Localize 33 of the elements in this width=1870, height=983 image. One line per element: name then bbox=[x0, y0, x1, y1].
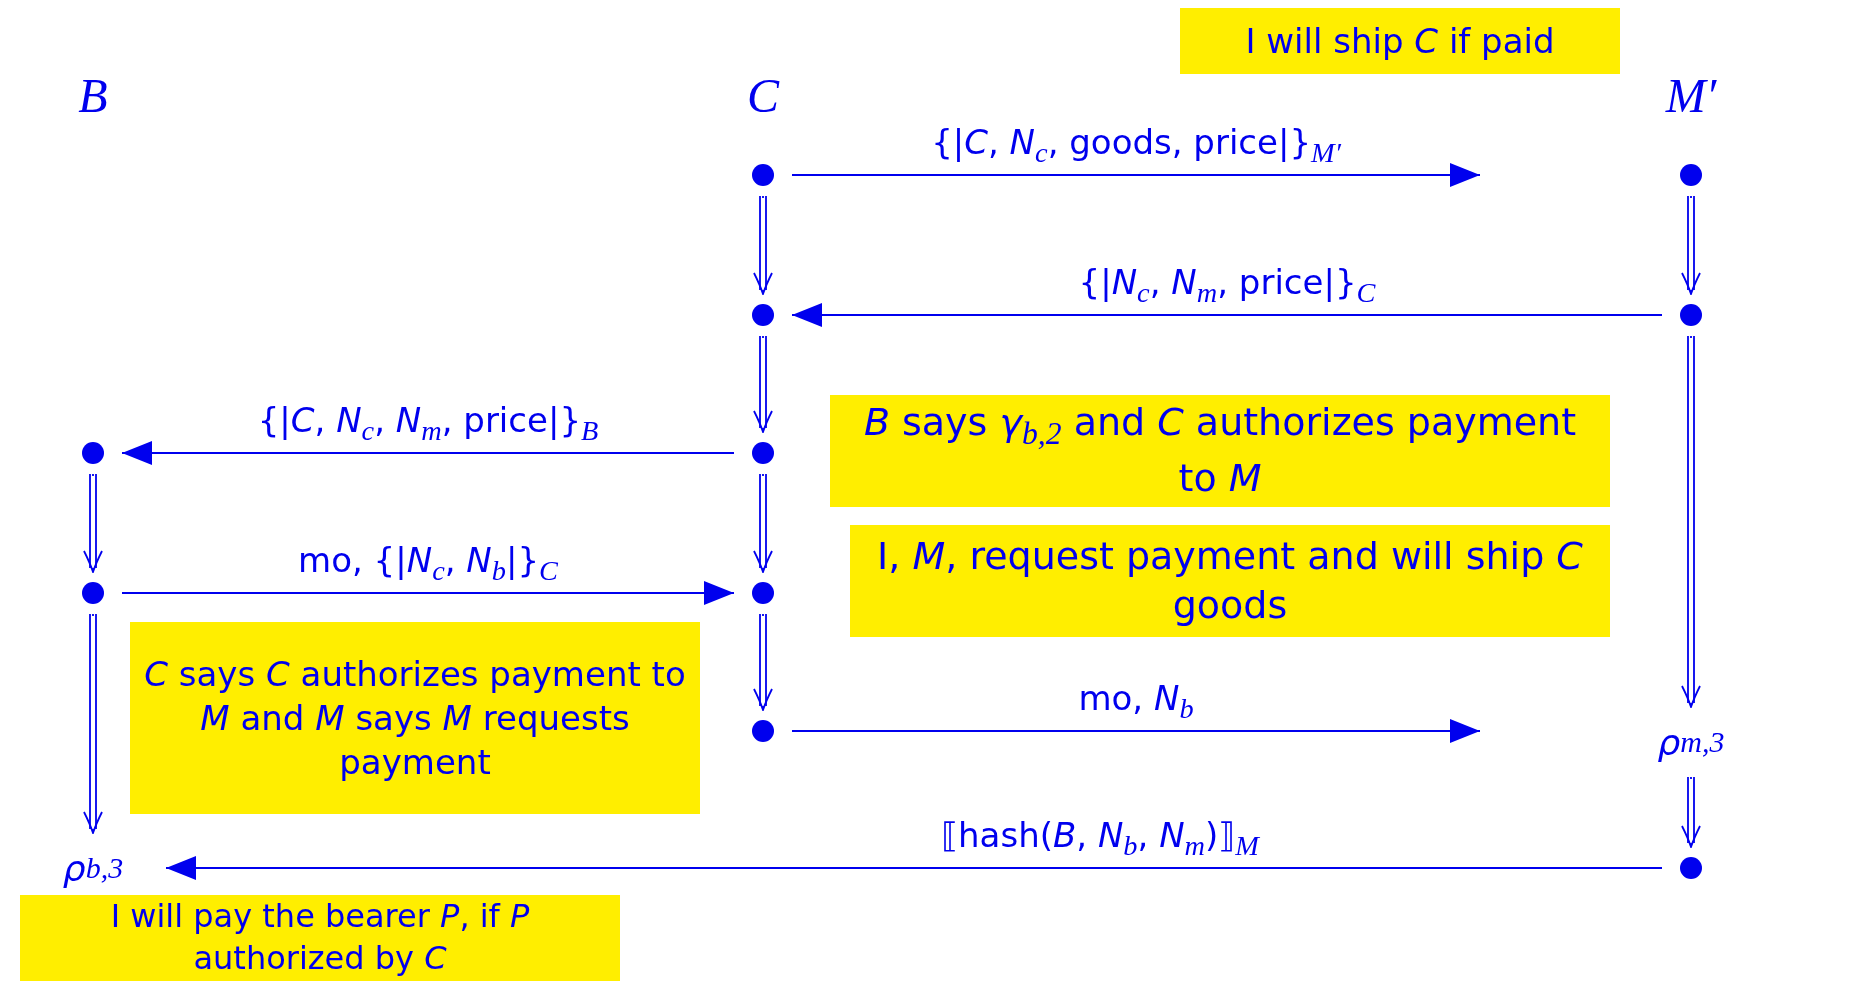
message-arrow bbox=[121, 441, 735, 465]
strand-node-dot bbox=[752, 164, 774, 186]
message-arrow bbox=[121, 581, 735, 605]
strand-node-dot bbox=[1680, 164, 1702, 186]
strand-node-dot bbox=[752, 720, 774, 742]
strand-arrow bbox=[1681, 335, 1701, 708]
message-arrow bbox=[791, 719, 1481, 743]
note-box: I, M, request payment and will ship C goods bbox=[850, 525, 1610, 637]
role-label: C bbox=[747, 67, 779, 123]
strand-node-dot bbox=[82, 582, 104, 604]
message-arrow bbox=[791, 163, 1481, 187]
strand-arrow bbox=[753, 613, 773, 711]
strand-node-dot bbox=[82, 442, 104, 464]
note-box: I will pay the bearer P, if P authorized by C bbox=[20, 895, 620, 981]
message-arrow bbox=[791, 303, 1663, 327]
strand-node-dot bbox=[1680, 857, 1702, 879]
strand-node-dot bbox=[752, 304, 774, 326]
strand-node-dot bbox=[752, 582, 774, 604]
strand-arrow bbox=[83, 613, 103, 834]
strand-arrow bbox=[1681, 776, 1701, 848]
note-box: C says C authorizes payment to M and M says M requests payment bbox=[130, 622, 700, 814]
strand-arrow bbox=[753, 473, 773, 573]
strand-arrow bbox=[83, 473, 103, 573]
strand-arrow bbox=[1681, 195, 1701, 295]
strand-arrow bbox=[753, 335, 773, 433]
role-label: M′ bbox=[1665, 67, 1717, 123]
strand-node-dot bbox=[1680, 304, 1702, 326]
role-label: B bbox=[78, 67, 108, 123]
strand-node-dot bbox=[752, 442, 774, 464]
strand-arrow bbox=[753, 195, 773, 295]
note-box: B says γ$_{b,2}$ and C authorizes payment to M bbox=[830, 395, 1610, 507]
note-box: I will ship C if paid bbox=[1180, 8, 1620, 74]
message-arrow bbox=[165, 856, 1663, 880]
